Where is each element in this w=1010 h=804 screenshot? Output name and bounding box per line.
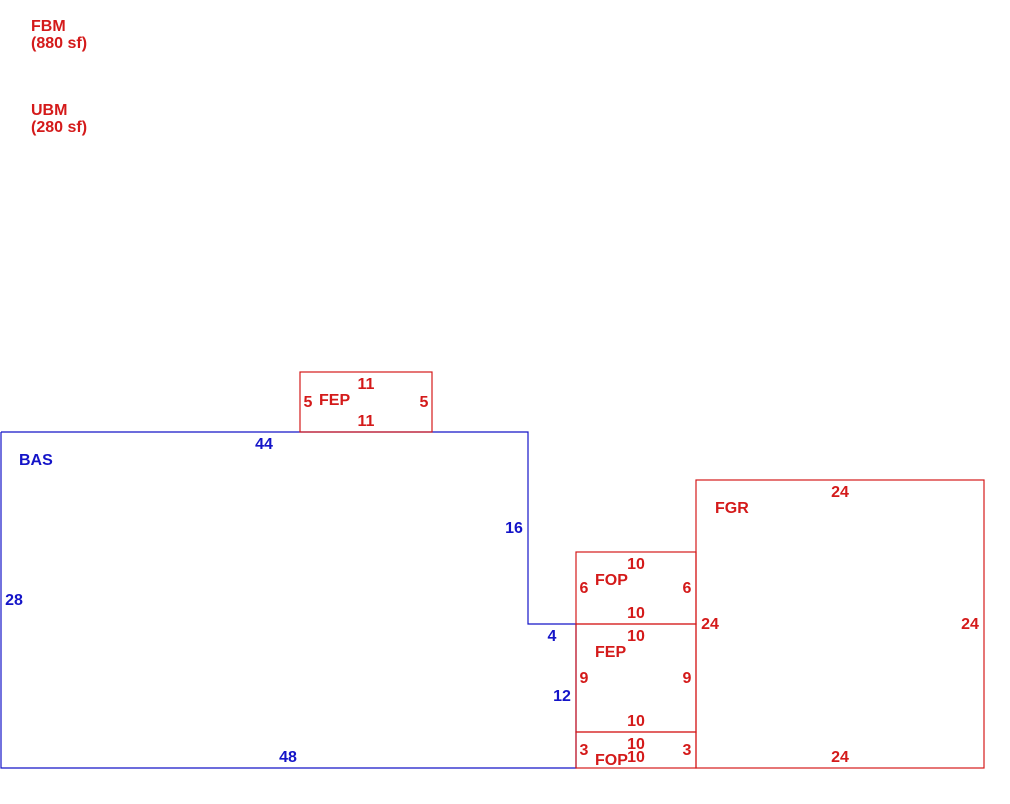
fep-top-dim-right: 5 [420,394,429,411]
legend-fbm-code: FBM [31,18,66,35]
legend-ubm: UBM (280 sf) [31,102,87,136]
bas-dim-right: 16 [505,520,523,537]
fop-upper-dim-top: 10 [627,556,645,573]
bas-dim-top: 44 [255,436,273,453]
area-legend: FBM (880 sf) UBM (280 sf) [0,0,300,160]
fop-lower-dim-left: 3 [580,742,589,759]
fep-mid-dim-bottom: 10 [627,713,645,730]
fep-mid-dim-right: 9 [683,670,692,687]
fep-mid-label: FEP [595,644,626,661]
fgr-label: FGR [715,500,749,517]
fgr-dim-right: 24 [961,616,979,633]
fop-upper-label: FOP [595,572,628,589]
fop-upper-dim-bottom: 10 [627,605,645,622]
legend-ubm-code: UBM [31,102,68,119]
bas-label: BAS [19,452,53,469]
fep-mid-dim-top: 10 [627,628,645,645]
fop-upper-dim-left: 6 [580,580,589,597]
bas-dim-bottom: 48 [279,749,297,766]
fop-upper-dim-right: 6 [683,580,692,597]
fep-top-dim-top: 11 [358,376,375,393]
bas-dim-step: 4 [548,628,557,645]
fep-top-label: FEP [319,392,350,409]
legend-fbm: FBM (880 sf) [31,18,87,52]
fop-lower-dim-bottom: 10 [627,749,645,766]
fgr-dim-left: 24 [701,616,719,633]
legend-ubm-area: (280 sf) [31,119,88,136]
fop-upper-area: FOP 10 6 6 10 [575,551,697,625]
legend-fbm-area: (880 sf) [31,35,88,52]
fop-lower-area: 10 3 3 10 FOP [575,731,697,769]
bas-dim-left: 28 [5,592,23,609]
fep-top-dim-bottom: 11 [358,413,375,430]
fop-lower-label: FOP [595,752,628,769]
fgr-dim-top: 24 [831,484,849,501]
fep-mid-dim-left: 9 [580,670,589,687]
fep-top-dim-left: 5 [304,394,313,411]
fop-lower-dim-top: 10 [627,736,645,753]
bas-dim-lower-right: 12 [553,688,571,705]
fgr-dim-bottom: 24 [831,749,849,766]
bas-area: BAS 44 16 4 12 48 28 [0,431,577,769]
fgr-area: FGR 24 24 24 24 [695,479,985,769]
fop-lower-dim-right: 3 [683,742,692,759]
fep-mid-area: FEP 10 9 9 10 [575,623,697,733]
fep-top-area: FEP 11 11 5 5 [299,371,433,433]
